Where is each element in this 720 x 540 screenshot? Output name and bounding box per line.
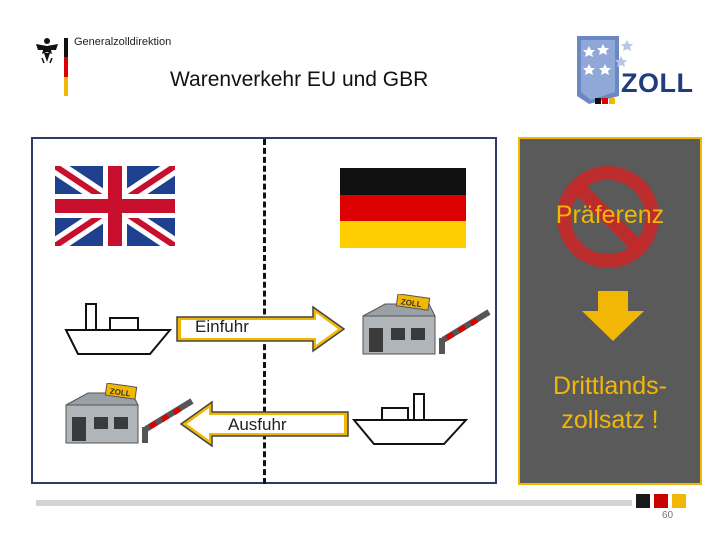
customs-sign-text: ZOLL — [400, 297, 422, 309]
import-label: Einfuhr — [195, 317, 249, 336]
page-number: 60 — [662, 510, 674, 521]
agency-logo: Generalzolldirektion — [34, 36, 174, 100]
ship-icon — [64, 303, 172, 355]
prohibition-icon — [557, 166, 659, 268]
export-label: Ausfuhr — [228, 415, 287, 434]
german-color-bar — [64, 38, 68, 96]
down-arrow-icon — [582, 291, 644, 341]
footer-color-squares — [636, 494, 688, 508]
import-arrow — [176, 305, 346, 353]
ship-icon — [352, 393, 468, 445]
border-dashed-line — [263, 139, 266, 484]
customs-office-icon: ZOLL — [65, 383, 194, 444]
footer-line — [36, 500, 632, 506]
federal-eagle-icon — [36, 38, 58, 64]
customs-office-icon: ZOLL — [362, 294, 491, 355]
third-country-line-1: Drittlands- — [553, 372, 667, 400]
export-arrow — [179, 400, 349, 448]
third-country-line-2: zollsatz ! — [561, 406, 659, 434]
uk-flag-icon — [55, 166, 175, 246]
zoll-emblem-icon — [577, 36, 633, 104]
preference-panel: Präferenz Drittlands- zollsatz ! — [518, 137, 702, 485]
german-flag-icon — [340, 168, 466, 249]
third-country-duty-label: Drittlands- zollsatz ! — [520, 369, 700, 437]
zoll-logo: ZOLL — [575, 34, 693, 108]
zoll-logo-text: ZOLL — [621, 68, 694, 98]
agency-name: Generalzolldirektion — [74, 36, 172, 48]
customs-sign-text: ZOLL — [109, 387, 131, 399]
preference-label: Präferenz — [555, 201, 665, 229]
slide-title: Warenverkehr EU und GBR — [170, 68, 429, 91]
